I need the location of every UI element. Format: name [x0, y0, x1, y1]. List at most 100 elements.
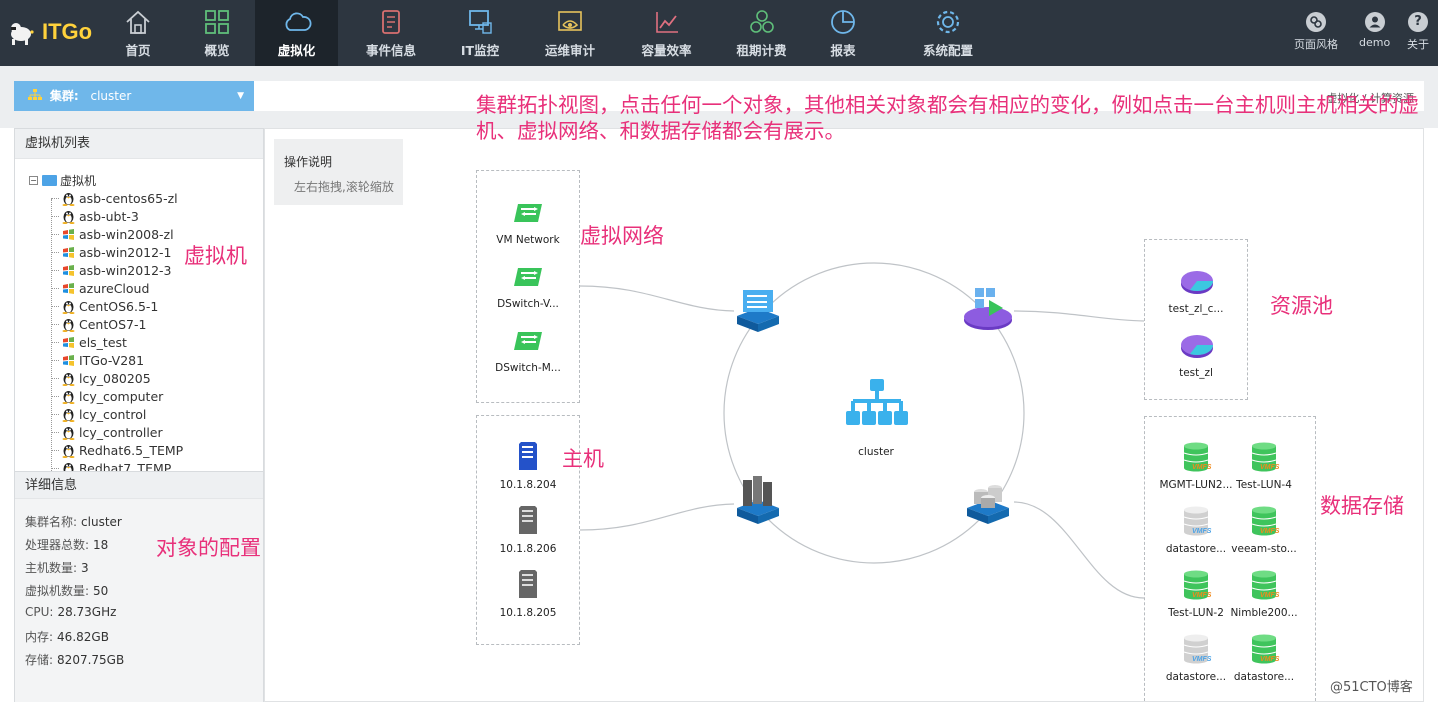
vm-tree-item[interactable]: CentOS7-1 — [29, 315, 263, 333]
host-node[interactable] — [517, 568, 539, 603]
grid-icon — [205, 10, 229, 34]
network-node[interactable] — [512, 330, 544, 355]
linux-tux-icon — [62, 210, 75, 224]
datastore-label: Test-LUN-2 — [1168, 607, 1224, 619]
vm-tree-item[interactable]: asb-centos65-zl — [29, 189, 263, 207]
breadcrumb-area — [254, 81, 1424, 111]
linux-tux-icon — [62, 318, 75, 332]
detail-value: 18 — [93, 538, 109, 552]
nav-cloud[interactable]: 虚拟化 — [255, 0, 338, 66]
annotation-host: 主机 — [562, 447, 604, 471]
nav-home[interactable]: 首页 — [98, 0, 178, 66]
host-node[interactable] — [517, 440, 539, 475]
vm-name: asb-win2008-zl — [79, 226, 174, 242]
storage-hub-node[interactable] — [963, 478, 1013, 527]
host-hub-node[interactable] — [733, 474, 783, 527]
windows-icon — [63, 336, 74, 348]
datastore-node[interactable]: VMFS — [1180, 442, 1212, 477]
cluster-select[interactable]: 集群: cluster ▼ — [14, 81, 254, 111]
vmfs-label: VMFS — [1192, 528, 1212, 535]
linux-tux-icon — [62, 408, 75, 422]
folder-icon — [42, 174, 57, 186]
cloud-icon — [285, 12, 311, 31]
vm-tree-item[interactable]: asb-ubt-3 — [29, 207, 263, 225]
datastore-node[interactable]: VMFS — [1180, 634, 1212, 669]
host-node[interactable] — [517, 504, 539, 539]
resource-pool-icon — [964, 288, 1012, 330]
nav-monitor[interactable]: IT监控 — [438, 0, 522, 66]
vm-tree-item[interactable]: lcy_controller — [29, 423, 263, 441]
topology-canvas[interactable] — [264, 128, 1424, 702]
network-node[interactable] — [512, 266, 544, 291]
vm-tree-item[interactable]: ITGo-V281 — [29, 351, 263, 369]
nav-grid[interactable]: 概览 — [178, 0, 256, 66]
vm-tree-item[interactable]: asb-win2012-1 — [29, 243, 263, 261]
vm-tree-item[interactable]: lcy_080205 — [29, 369, 263, 387]
brand-logo[interactable]: ITGo — [8, 14, 92, 50]
vm-tree-item[interactable]: CentOS6.5-1 — [29, 297, 263, 315]
vm-tree-item[interactable]: lcy_computer — [29, 387, 263, 405]
eye-icon — [558, 11, 582, 31]
vm-tree-item[interactable]: lcy_control — [29, 405, 263, 423]
datastore-label: veeam-sto... — [1231, 543, 1297, 555]
datastore-node[interactable]: VMFS — [1180, 506, 1212, 541]
vm-tree-item[interactable]: els_test — [29, 333, 263, 351]
cluster-node-label: cluster — [858, 446, 894, 458]
datastore-node[interactable]: VMFS — [1248, 442, 1280, 477]
nav-document[interactable]: 事件信息 — [344, 0, 438, 66]
vm-tree-item[interactable]: asb-win2008-zl — [29, 225, 263, 243]
network-node[interactable] — [512, 202, 544, 227]
vm-tree-root[interactable]: − 虚拟机 — [29, 171, 263, 189]
cluster-node[interactable] — [845, 377, 909, 440]
network-hub-node[interactable] — [733, 286, 783, 335]
datastore-icon: VMFS — [1251, 506, 1280, 536]
datastore-node[interactable]: VMFS — [1248, 570, 1280, 605]
pool-hub-node[interactable] — [963, 284, 1013, 335]
linux-tux-icon — [62, 192, 75, 206]
network-switch-icon — [514, 268, 542, 286]
pool-pie-icon — [1181, 335, 1213, 358]
vm-name: asb-win2012-3 — [79, 262, 172, 278]
user-menu-button[interactable]: demo — [1359, 12, 1390, 49]
breadcrumb[interactable]: 虚拟化 / 计算资源 — [1326, 92, 1414, 105]
nav-label: 首页 — [125, 43, 151, 58]
detail-title: 详细信息 — [15, 471, 263, 499]
nav-eye[interactable]: 运维审计 — [522, 0, 618, 66]
collapse-icon[interactable]: − — [29, 175, 38, 185]
vm-tree-item[interactable]: Redhat7_TEMP — [29, 459, 263, 471]
detail-row: 集群名称:cluster — [25, 513, 263, 536]
line-chart-icon — [655, 12, 678, 33]
vm-tree-item[interactable]: Redhat6.5_TEMP — [29, 441, 263, 459]
datastore-node[interactable]: VMFS — [1180, 570, 1212, 605]
nav-pie[interactable]: 报表 — [808, 0, 878, 66]
datastore-label: Test-LUN-4 — [1236, 479, 1292, 491]
network-switch-icon — [514, 204, 542, 222]
page-style-button[interactable]: 页面风格 — [1294, 12, 1338, 52]
linux-tux-icon — [62, 390, 75, 404]
nav-label: 租期计费 — [736, 43, 787, 58]
vm-tree-item[interactable]: azureCloud — [29, 279, 263, 297]
nav-circles[interactable]: 租期计费 — [715, 0, 808, 66]
server-gray-icon — [519, 506, 537, 534]
about-button[interactable]: ? 关于 — [1407, 12, 1429, 52]
vm-name: lcy_080205 — [79, 370, 151, 386]
datastore-node[interactable]: VMFS — [1248, 634, 1280, 669]
nav-label: 概览 — [204, 43, 230, 58]
nav-gear[interactable]: 系统配置 — [893, 0, 1003, 66]
brand-name: ITGo — [42, 19, 93, 44]
nav-line-chart[interactable]: 容量效率 — [618, 0, 715, 66]
datastore-node[interactable]: VMFS — [1248, 506, 1280, 541]
storage-stack-icon — [967, 485, 1009, 524]
datastore-label: datastore... — [1233, 671, 1295, 683]
pool-node[interactable] — [1180, 330, 1214, 363]
pool-node[interactable] — [1180, 266, 1214, 299]
vm-tree-item[interactable]: asb-win2012-3 — [29, 261, 263, 279]
windows-icon — [63, 282, 74, 294]
nav-label: 容量效率 — [641, 43, 692, 58]
vmfs-label: VMFS — [1260, 528, 1280, 535]
vm-name: CentOS6.5-1 — [79, 298, 159, 314]
annotation-topology: 集群拓扑视图，点击任何一个对象，其他相关对象都会有相应的变化，例如点击一台主机则… — [476, 93, 1419, 143]
